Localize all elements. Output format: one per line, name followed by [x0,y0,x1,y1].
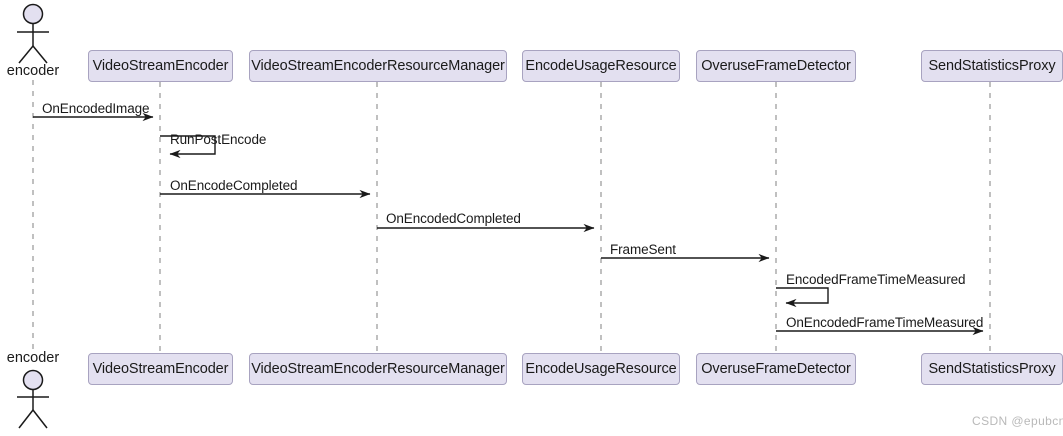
encoder-actor-top-label: encoder [6,63,60,79]
participant-box-send-statistics-proxy-top[interactable]: SendStatisticsProxy [921,50,1063,82]
participant-box-encode-usage-resource-bottom[interactable]: EncodeUsageResource [522,353,680,385]
participant-label: OveruseFrameDetector [701,360,851,377]
message-arrows [33,112,984,336]
participant-label: EncodeUsageResource [525,57,677,74]
participant-box-encode-usage-resource-top[interactable]: EncodeUsageResource [522,50,680,82]
lifelines [32,80,991,353]
participant-box-video-stream-encoder-resource-manager-bottom[interactable]: VideoStreamEncoderResourceManager [249,353,507,385]
actor-head-icon [22,369,44,391]
participant-box-overuse-frame-detector-bottom[interactable]: OveruseFrameDetector [696,353,856,385]
arrow-encoded-frame-time-measured [776,287,829,308]
participant-label: SendStatisticsProxy [928,360,1056,377]
message-label-on-encoded-frame-time-measured: OnEncodedFrameTimeMeasured [786,315,984,330]
actor-leg-right [32,409,48,429]
participant-label: EncodeUsageResource [525,360,677,377]
encoder-actor-bottom-label: encoder [6,350,60,366]
message-label-frame-sent: FrameSent [610,242,676,257]
actor-leg-left [18,409,34,429]
participant-box-video-stream-encoder-bottom[interactable]: VideoStreamEncoder [88,353,233,385]
participant-label: SendStatisticsProxy [928,57,1056,74]
participant-box-video-stream-encoder-resource-manager-top[interactable]: VideoStreamEncoderResourceManager [249,50,507,82]
participant-label: VideoStreamEncoderResourceManager [251,360,505,377]
message-label-on-encode-completed: OnEncodeCompleted [170,178,298,193]
participant-label: VideoStreamEncoder [92,57,229,74]
encoder-actor-bottom-figure [17,369,49,429]
message-label-on-encoded-completed: OnEncodedCompleted [386,211,521,226]
participant-label: VideoStreamEncoder [92,360,229,377]
message-label-encoded-frame-time-measured: EncodedFrameTimeMeasured [786,272,966,287]
actor-leg-left [18,45,34,64]
message-label-run-post-encode: RunPostEncode [170,132,267,147]
participant-box-video-stream-encoder-top[interactable]: VideoStreamEncoder [88,50,233,82]
actor-leg-right [32,45,48,64]
participant-box-send-statistics-proxy-bottom[interactable]: SendStatisticsProxy [921,353,1063,385]
actor-head-icon [22,3,44,25]
encoder-actor-top-figure [17,3,49,64]
watermark: CSDN @epubcn [972,414,1063,428]
participant-label: VideoStreamEncoderResourceManager [251,57,505,74]
arrow-run-post-encode [160,135,216,159]
message-label-on-encoded-image: OnEncodedImage [42,101,150,116]
participant-label: OveruseFrameDetector [701,57,851,74]
participant-box-overuse-frame-detector-top[interactable]: OveruseFrameDetector [696,50,856,82]
